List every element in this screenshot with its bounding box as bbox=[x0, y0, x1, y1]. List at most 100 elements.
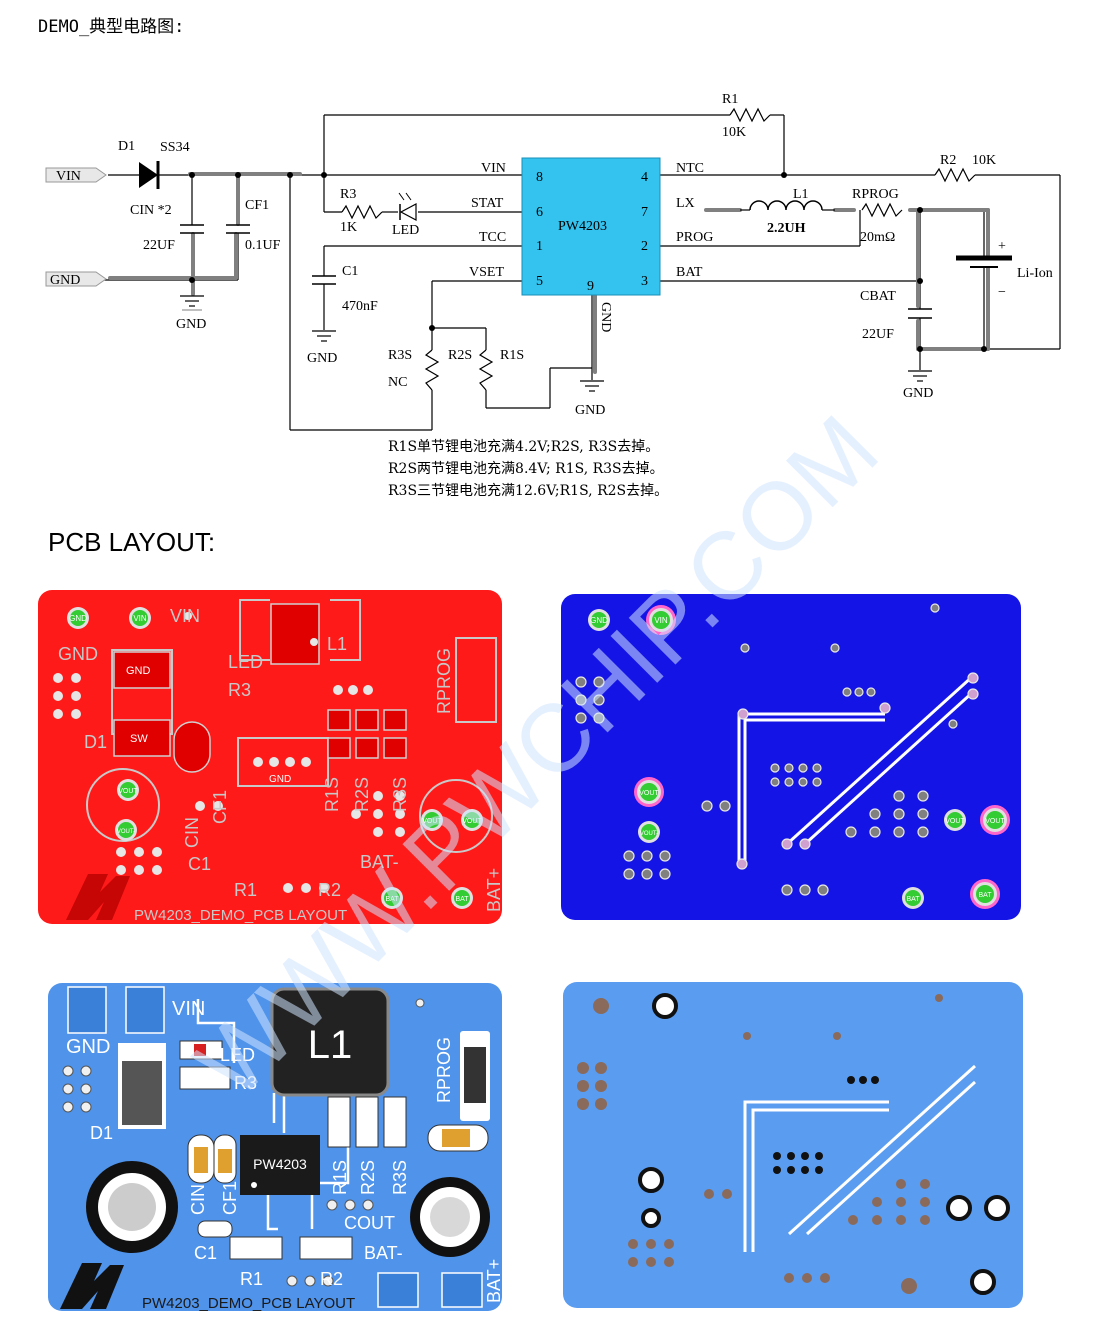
copper-pads bbox=[113, 603, 407, 773]
svg-text:C1: C1 bbox=[188, 854, 211, 874]
svg-text:VIN: VIN bbox=[56, 169, 81, 184]
svg-text:PW4203_DEMO_PCB LAYOUT: PW4203_DEMO_PCB LAYOUT bbox=[134, 907, 347, 924]
svg-text:SS34: SS34 bbox=[160, 140, 190, 155]
svg-text:RPROG: RPROG bbox=[852, 187, 899, 202]
pcb-bottom-mask bbox=[563, 982, 1023, 1308]
resistor-r2s: R2S bbox=[448, 348, 494, 391]
gnd-symbol-input: GND bbox=[176, 295, 206, 332]
svg-text:BAT: BAT bbox=[455, 896, 469, 903]
resistor-r3: R3 1K bbox=[340, 187, 383, 235]
svg-text:NTC: NTC bbox=[676, 161, 704, 176]
svg-text:D1: D1 bbox=[118, 139, 135, 154]
svg-text:10K: 10K bbox=[972, 153, 996, 168]
resistor-r1s-label: R1S bbox=[500, 348, 524, 363]
note-line: R3S三节锂电池充满12.6V;R1S, R2S去掉。 bbox=[388, 483, 669, 499]
svg-text:R1: R1 bbox=[722, 92, 738, 107]
svg-text:BAT: BAT bbox=[978, 892, 992, 899]
svg-text:GND: GND bbox=[69, 614, 87, 623]
bottom-mask-smd-dots bbox=[773, 1076, 879, 1174]
schematic-diagram: VIN GND D1 SS34 CIN *2 22UF CF1 0.1UF GN… bbox=[45, 92, 1061, 431]
svg-text:R3: R3 bbox=[340, 187, 356, 202]
svg-text:RPROG: RPROG bbox=[434, 648, 454, 714]
resistor-r1: R1 10K bbox=[722, 92, 771, 140]
svg-text:−: − bbox=[998, 285, 1006, 300]
pw-logo bbox=[66, 874, 130, 920]
svg-text:+: + bbox=[998, 239, 1006, 254]
svg-text:R2: R2 bbox=[940, 153, 956, 168]
svg-text:GND: GND bbox=[903, 386, 933, 401]
svg-text:GND: GND bbox=[126, 665, 151, 677]
svg-text:GND: GND bbox=[590, 616, 608, 625]
capacitor-cf1: CF1 0.1UF bbox=[226, 198, 281, 253]
bottom-mask-traces bbox=[743, 1064, 977, 1252]
svg-text:BAT+: BAT+ bbox=[484, 868, 502, 912]
capacitor-cin: CIN *2 22UF bbox=[130, 203, 204, 253]
svg-text:PW4203: PW4203 bbox=[558, 219, 607, 234]
svg-text:VOUT: VOUT bbox=[945, 818, 965, 825]
svg-text:C1: C1 bbox=[194, 1243, 217, 1263]
cout-capacitor bbox=[410, 1177, 490, 1257]
capacitor-c1: C1 470nF bbox=[312, 264, 378, 314]
svg-text:R2S: R2S bbox=[448, 348, 472, 363]
svg-text:CF1: CF1 bbox=[210, 790, 230, 824]
gnd-symbol-bat: GND bbox=[903, 370, 933, 401]
svg-text:2.2UH: 2.2UH bbox=[767, 221, 806, 236]
svg-text:10K: 10K bbox=[722, 125, 746, 140]
svg-text:0.1UF: 0.1UF bbox=[245, 238, 281, 253]
ic-pw4203: PW4203 8 6 1 5 4 7 2 3 9 bbox=[521, 157, 661, 296]
d1-component bbox=[118, 1043, 166, 1129]
svg-text:BAT: BAT bbox=[385, 896, 399, 903]
svg-text:CF1: CF1 bbox=[220, 1181, 240, 1215]
silkscreen-labels: VIN GND LED R3 D1 GND SW GND L1 CIN CF1 … bbox=[58, 606, 502, 924]
svg-text:VIN: VIN bbox=[481, 161, 506, 176]
svg-text:D1: D1 bbox=[84, 732, 107, 752]
svg-text:R3S: R3S bbox=[390, 1160, 410, 1195]
svg-text:BAT: BAT bbox=[676, 265, 703, 280]
svg-text:VIN: VIN bbox=[172, 998, 205, 1020]
diode-d1: D1 SS34 bbox=[118, 139, 190, 189]
led-component bbox=[194, 1044, 206, 1056]
note-line: R1S单节锂电池充满4.2V;R2S, R3S去掉。 bbox=[388, 439, 660, 455]
svg-text:PW4203_DEMO_PCB LAYOUT: PW4203_DEMO_PCB LAYOUT bbox=[142, 1295, 355, 1311]
svg-text:R1: R1 bbox=[240, 1269, 263, 1289]
svg-text:L1: L1 bbox=[327, 634, 347, 654]
capacitor-cbat: CBAT 22UF bbox=[860, 289, 932, 342]
svg-text:SW: SW bbox=[130, 733, 148, 745]
svg-text:GND: GND bbox=[307, 351, 337, 366]
led-symbol: LED bbox=[392, 192, 419, 238]
vin-port: VIN bbox=[45, 167, 107, 184]
svg-text:R3: R3 bbox=[234, 1073, 257, 1093]
svg-text:R2S: R2S bbox=[352, 777, 372, 812]
svg-text:GND: GND bbox=[50, 273, 80, 288]
cin-electrolytic bbox=[86, 1161, 178, 1253]
pcb-bottom-copper: GND VIN VOUT VOUT- VOUT VOUT BAT BAT bbox=[561, 594, 1021, 920]
svg-text:PW4203: PW4203 bbox=[253, 1156, 307, 1172]
svg-text:22UF: 22UF bbox=[862, 327, 894, 342]
bottom-mask-vias bbox=[577, 994, 943, 1294]
top-mask-labels: VIN GND LED R3 D1 RPROG CIN CF1 R1S R2S … bbox=[66, 998, 502, 1311]
svg-text:5: 5 bbox=[536, 274, 543, 289]
configuration-notes: R1S单节锂电池充满4.2V;R2S, R3S去掉。 R2S两节锂电池充满8.4… bbox=[388, 436, 668, 502]
svg-text:R1S: R1S bbox=[330, 1160, 350, 1195]
svg-text:R1S: R1S bbox=[322, 777, 342, 812]
svg-text:R3S: R3S bbox=[388, 348, 412, 363]
svg-text:NC: NC bbox=[388, 375, 407, 390]
top-mask-pads bbox=[67, 986, 483, 1308]
bottom-mask-rings bbox=[638, 993, 1010, 1295]
gnd-symbol-c1: GND bbox=[307, 330, 337, 366]
rprog-component bbox=[460, 1031, 490, 1121]
svg-text:PROG: PROG bbox=[676, 230, 713, 245]
svg-text:GND: GND bbox=[598, 302, 613, 332]
svg-text:VOUT: VOUT bbox=[118, 788, 138, 795]
svg-text:TCC: TCC bbox=[479, 230, 506, 245]
svg-text:R1S: R1S bbox=[500, 348, 524, 363]
svg-text:VIN: VIN bbox=[133, 614, 147, 623]
svg-text:LED: LED bbox=[220, 1045, 255, 1065]
svg-text:COUT: COUT bbox=[344, 1213, 395, 1233]
resistor-r2: R2 10K bbox=[934, 153, 996, 183]
svg-text:VSET: VSET bbox=[469, 265, 504, 280]
page-title: DEMO_典型电路图: bbox=[38, 17, 185, 37]
pw-logo-mask bbox=[60, 1263, 124, 1309]
svg-text:LED: LED bbox=[392, 223, 419, 238]
svg-text:VOUT: VOUT bbox=[422, 818, 442, 825]
